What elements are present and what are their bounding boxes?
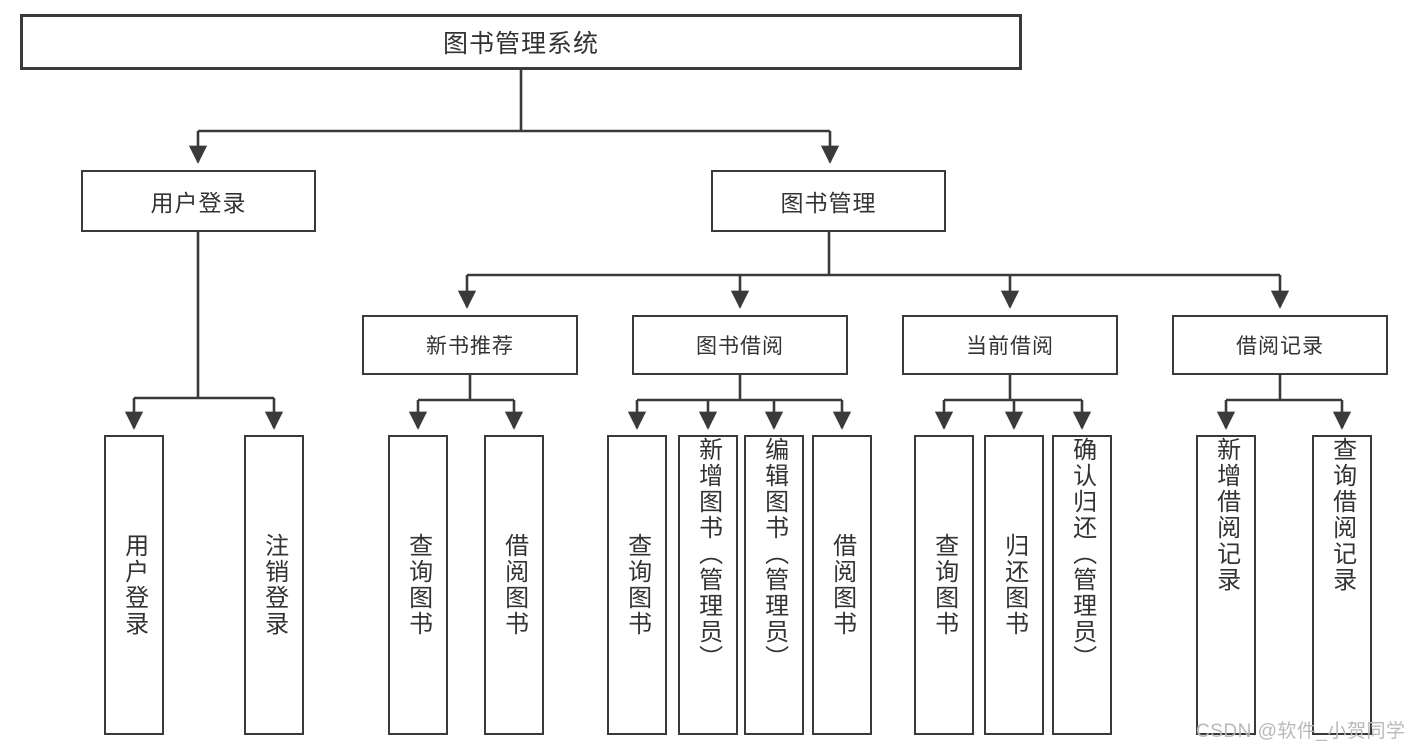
node-leaf[interactable]: 借阅图书 [484,435,544,735]
node-user-login-label: 用户登录 [150,190,247,216]
node-borrow-record-label: 借阅记录 [1236,335,1324,358]
node-book-management[interactable]: 图书管理 [711,170,946,232]
node-new-book-recommend-label: 新书推荐 [426,335,514,358]
node-book-management-label: 图书管理 [780,190,877,216]
node-leaf-label: 确认归还（管理员） [1068,437,1096,671]
node-root[interactable]: 图书管理系统 [20,14,1022,70]
node-book-borrow[interactable]: 图书借阅 [632,315,848,375]
node-leaf[interactable]: 用户登录 [104,435,164,735]
node-leaf[interactable]: 新增借阅记录 [1196,435,1256,735]
node-leaf-label: 新增借阅记录 [1212,437,1240,593]
node-leaf[interactable]: 查询图书 [607,435,667,735]
node-leaf[interactable]: 查询借阅记录 [1312,435,1372,735]
node-leaf[interactable]: 确认归还（管理员） [1052,435,1112,735]
node-leaf-label: 注销登录 [260,533,288,637]
node-leaf[interactable]: 编辑图书（管理员） [744,435,804,735]
node-leaf-label: 借阅图书 [500,533,528,637]
node-leaf-label: 归还图书 [1000,533,1028,637]
node-current-borrow[interactable]: 当前借阅 [902,315,1118,375]
node-book-borrow-label: 图书借阅 [696,335,784,358]
node-leaf-label: 用户登录 [120,533,148,637]
node-leaf[interactable]: 查询图书 [914,435,974,735]
node-leaf[interactable]: 借阅图书 [812,435,872,735]
node-root-label: 图书管理系统 [442,30,599,58]
node-leaf-label: 新增图书（管理员） [694,437,722,671]
node-leaf[interactable]: 新增图书（管理员） [678,435,738,735]
node-leaf-label: 查询图书 [930,533,958,637]
watermark: CSDN @软件_小贺同学 [1196,721,1405,742]
node-leaf-label: 编辑图书（管理员） [760,437,788,671]
node-leaf[interactable]: 注销登录 [244,435,304,735]
node-user-login[interactable]: 用户登录 [81,170,316,232]
node-leaf-label: 借阅图书 [828,533,856,637]
node-leaf-label: 查询借阅记录 [1328,437,1356,593]
node-leaf-label: 查询图书 [404,533,432,637]
node-leaf-label: 查询图书 [623,533,651,637]
node-leaf[interactable]: 查询图书 [388,435,448,735]
node-borrow-record[interactable]: 借阅记录 [1172,315,1388,375]
node-new-book-recommend[interactable]: 新书推荐 [362,315,578,375]
node-current-borrow-label: 当前借阅 [966,335,1054,358]
node-leaf[interactable]: 归还图书 [984,435,1044,735]
